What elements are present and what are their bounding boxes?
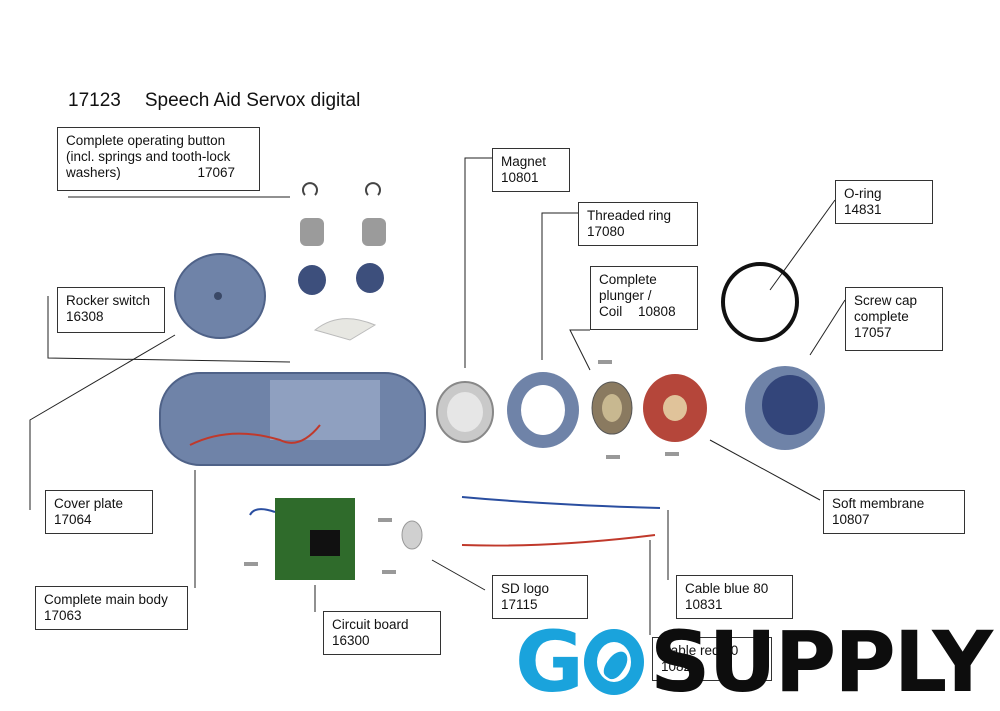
title-number: 17123 [68, 90, 121, 111]
part-code: 16300 [332, 633, 370, 648]
screw-cap-part [745, 366, 825, 450]
part-code: 16308 [66, 309, 104, 324]
part-code: 17067 [197, 165, 235, 180]
label-line: Screw cap [854, 293, 918, 308]
part-name: Threaded ring [587, 208, 672, 223]
label-main-body: Complete main body 17063 [35, 586, 188, 630]
part-name: Soft membrane [832, 496, 925, 511]
part-name: Circuit board [332, 617, 409, 632]
o-ring-part [721, 262, 799, 342]
label-o-ring: O-ring 14831 [835, 180, 933, 224]
part-name: Cover plate [54, 496, 124, 511]
label-cable-blue: Cable blue 80 10831 [676, 575, 793, 619]
part-code: 17057 [854, 325, 892, 340]
soft-membrane-part [643, 374, 707, 442]
label-line: Coil [599, 304, 623, 319]
part-name: Complete main body [44, 592, 168, 607]
label-sd-logo: SD logo 17115 [492, 575, 588, 619]
part-code: 10831 [685, 597, 723, 612]
diagram-title: 17123 Speech Aid Servox digital [68, 90, 360, 112]
part-code: 17064 [54, 512, 92, 527]
part-code: 14831 [844, 202, 882, 217]
label-magnet: Magnet 10801 [492, 148, 570, 192]
logo-supply: SUPPLY [649, 613, 993, 711]
magnet-part [436, 381, 494, 443]
gosupply-watermark-logo: G SUPPLY [515, 613, 993, 711]
label-circuit-board: Circuit board 16300 [323, 611, 441, 655]
label-threaded-ring: Threaded ring 17080 [578, 202, 698, 246]
cable-blue-part [461, 496, 661, 509]
label-line: Complete operating button [66, 133, 226, 148]
label-rocker-switch: Rocker switch 16308 [57, 287, 165, 333]
cable-red-part [461, 534, 656, 547]
label-soft-membrane: Soft membrane 10807 [823, 490, 965, 534]
plunger-coil-part [591, 381, 633, 435]
operating-button-parts [298, 182, 386, 341]
main-body-part [159, 372, 426, 466]
part-name: Magnet [501, 154, 547, 169]
title-text: Speech Aid Servox digital [144, 90, 361, 111]
part-code: 17115 [501, 597, 538, 612]
part-name: Rocker switch [66, 293, 151, 308]
screw-parts [244, 360, 679, 574]
part-code: 10808 [638, 304, 676, 319]
label-operating-button: Complete operating button (incl. springs… [57, 127, 260, 191]
label-line: Complete [599, 272, 657, 287]
label-line: complete [854, 309, 909, 324]
label-line: plunger / [599, 288, 652, 303]
part-code: 17063 [44, 608, 82, 623]
circuit-board-part [249, 498, 355, 580]
leader-lines [29, 157, 846, 635]
label-line: washers) [66, 165, 121, 180]
label-plunger-coil: Complete plunger / Coil 10808 [590, 266, 698, 330]
label-cable-red: Cable red 80 10829 [652, 637, 772, 681]
label-cover-plate: Cover plate 17064 [45, 490, 153, 534]
part-code: 17080 [587, 224, 625, 239]
rocker-switch-part [174, 253, 266, 339]
part-code: 10801 [501, 170, 539, 185]
part-name: O-ring [844, 186, 882, 201]
part-code: 10807 [832, 512, 870, 527]
part-name: SD logo [501, 581, 550, 596]
threaded-ring-part [507, 372, 579, 448]
part-name: Cable red 80 [661, 643, 739, 658]
logo-go-g: G [515, 613, 584, 711]
part-code: 10829 [661, 659, 699, 674]
sd-logo-part [401, 520, 423, 550]
part-name: Cable blue 80 [685, 581, 769, 596]
rocket-icon [583, 629, 644, 695]
label-screw-cap: Screw cap complete 17057 [845, 287, 943, 351]
label-line: (incl. springs and tooth-lock [66, 149, 231, 164]
